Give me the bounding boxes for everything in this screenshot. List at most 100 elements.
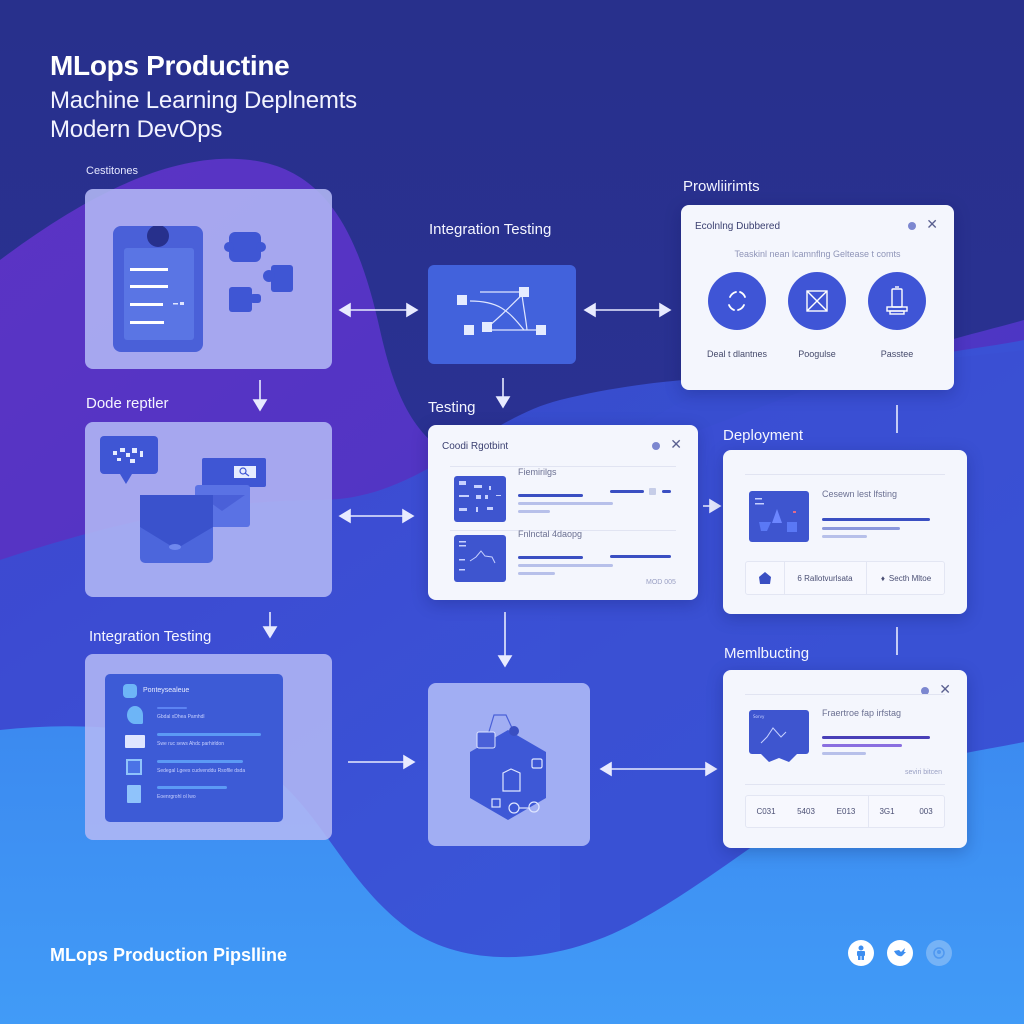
test-item[interactable]: Fiemirilgs — [428, 467, 698, 529]
tools-icon — [127, 785, 141, 803]
progress-bar — [518, 510, 550, 513]
progress-bar — [518, 556, 583, 559]
row-text: Eoenrgrohl ol lwo — [157, 794, 196, 800]
monitoring-stats: C031 5403 E013 3G1 003 — [745, 795, 945, 828]
refresh-cycle-icon — [728, 291, 746, 311]
deployment-label: Deployment — [723, 427, 804, 444]
status-dot — [652, 442, 660, 450]
monitoring-item-title: Fraertroe fap irfstag — [822, 708, 902, 718]
row-text: Gbdal xDhea Pamhdl — [157, 714, 205, 720]
stat-value: 5403 — [797, 807, 815, 816]
requirements-card-header: Ecolnlng Dubbered ✕ — [695, 215, 940, 237]
integration-testing-bottom-panel[interactable]: Ponteysealeue Gbdal xDhea Pamhdl Swe ruc… — [85, 654, 332, 840]
integration-testing-bottom-label: Integration Testing — [89, 628, 212, 645]
stat-value: E013 — [836, 807, 856, 816]
divider — [745, 474, 945, 475]
separator — [784, 562, 785, 594]
deployment-item-title: Cesewn lest lfsting — [822, 489, 898, 499]
home-icon — [759, 572, 771, 584]
progress-bar — [610, 490, 644, 493]
test-item-title: Fnlnctal 4daopg — [518, 529, 583, 539]
deployment-action-2[interactable]: ♦ Secth Mltoe — [866, 562, 946, 594]
progress-bar — [518, 564, 613, 567]
report-row: Swe ruc sews Ahdc parhirldon — [105, 732, 283, 754]
user-icon — [649, 488, 656, 495]
stat-value: C031 — [756, 807, 776, 816]
bird-icon[interactable] — [887, 940, 913, 966]
chart-bubble-icon: Sorvy — [749, 710, 809, 765]
separator — [866, 562, 867, 594]
button-label-3: Passtee — [880, 349, 914, 359]
row-text: Sedegal Lgees cudvenddu Rsoflle dsda — [157, 768, 246, 774]
node-graph-icon — [457, 287, 546, 335]
test-thumbnail-icon — [454, 476, 506, 522]
status-dot — [908, 222, 916, 230]
code-repository-panel[interactable] — [85, 422, 332, 597]
deployment-action-1[interactable]: 6 Rallotvurlsata — [797, 573, 853, 583]
progress-bar — [518, 502, 613, 505]
row-text: Swe ruc sews Ahdc parhirldon — [157, 741, 224, 747]
battery-container-button[interactable] — [868, 272, 926, 330]
divider — [745, 694, 945, 695]
code-repository-label: Dode reptler — [86, 395, 169, 412]
report-row: Eoenrgrohl ol lwo — [105, 785, 283, 807]
deployment-thumbnail-icon — [749, 491, 809, 542]
subtitle-line-1: Machine Learning Deplnemts — [50, 87, 357, 114]
close-icon[interactable]: ✕ — [939, 681, 951, 697]
report-title: Ponteysealeue — [143, 687, 190, 694]
progress-bar — [822, 752, 866, 755]
box-x-button[interactable] — [788, 272, 846, 330]
button-label-1: Deal t dlantnes — [706, 349, 768, 359]
monitoring-meta: seviri bitcen — [905, 769, 942, 776]
page-title: MLops Productine — [50, 50, 290, 81]
monitoring-label: Memlbucting — [724, 645, 810, 662]
refresh-cycle-button[interactable] — [708, 272, 766, 330]
progress-bar — [822, 527, 900, 530]
bullet-icon: ♦ — [880, 573, 885, 583]
monitoring-card: ✕ Sorvy Fraertroe fap irfstag seviri bit… — [723, 670, 967, 848]
testing-label: Testing — [428, 399, 476, 416]
row-progress-bar — [157, 733, 261, 736]
chart-caption: Sorvy — [753, 714, 765, 719]
button-label-2: Poogulse — [798, 349, 836, 359]
testing-card: Coodi Rgotbint ✕ Fiemirilgs Fnlnctal 4da… — [428, 425, 698, 600]
report-row: Gbdal xDhea Pamhdl — [105, 706, 283, 728]
deployment-card: Cesewn lest lfsting 6 Rallotvurlsata ♦ S… — [723, 450, 967, 614]
test-item-meta: MOD 005 — [646, 579, 676, 586]
model-serving-panel[interactable] — [428, 683, 590, 846]
requirements-card: Ecolnlng Dubbered ✕ Teaskinl nean lcamnf… — [681, 205, 954, 390]
test-item-title: Fiemirilgs — [518, 467, 557, 477]
separator — [868, 796, 869, 827]
row-progress-bar — [157, 786, 227, 789]
progress-bar — [822, 518, 930, 521]
window-icon — [126, 759, 142, 775]
divider — [450, 466, 676, 467]
sources-label: Cestitones — [86, 165, 138, 177]
chart-thumbnail-icon — [454, 535, 506, 582]
monitor-icon — [125, 735, 145, 748]
progress-bar — [518, 572, 555, 575]
badge-icon[interactable] — [926, 940, 952, 966]
integration-testing-panel[interactable] — [428, 265, 576, 364]
progress-bar — [822, 535, 867, 538]
battery-container-icon — [886, 286, 908, 315]
page-subtitle: Machine Learning Deplnemts Modern DevOps — [50, 86, 357, 144]
deployment-action-bar: 6 Rallotvurlsata ♦ Secth Mltoe — [745, 561, 945, 595]
footer-title: MLops Production Pipslline — [50, 945, 288, 965]
progress-bar — [518, 494, 583, 497]
deployment-action-2-label: Secth Mltoe — [888, 573, 932, 583]
requirements-label: Prowliirimts — [683, 178, 760, 195]
box-x-icon — [806, 290, 828, 312]
home-button[interactable] — [746, 562, 784, 594]
chart-pie-icon — [127, 706, 143, 724]
sources-panel[interactable] — [85, 189, 332, 369]
stat-value: 3G1 — [879, 807, 895, 816]
testing-card-title: Coodi Rgotbint — [442, 440, 509, 452]
progress-bar — [610, 555, 671, 558]
hexagon-cluster-icon — [470, 714, 546, 820]
integration-report: Ponteysealeue Gbdal xDhea Pamhdl Swe ruc… — [105, 674, 283, 822]
close-icon[interactable]: ✕ — [670, 436, 682, 452]
close-icon[interactable]: ✕ — [926, 216, 938, 232]
person-icon[interactable] — [848, 940, 874, 966]
test-item[interactable]: Fnlnctal 4daopg MOD 005 — [428, 529, 698, 599]
